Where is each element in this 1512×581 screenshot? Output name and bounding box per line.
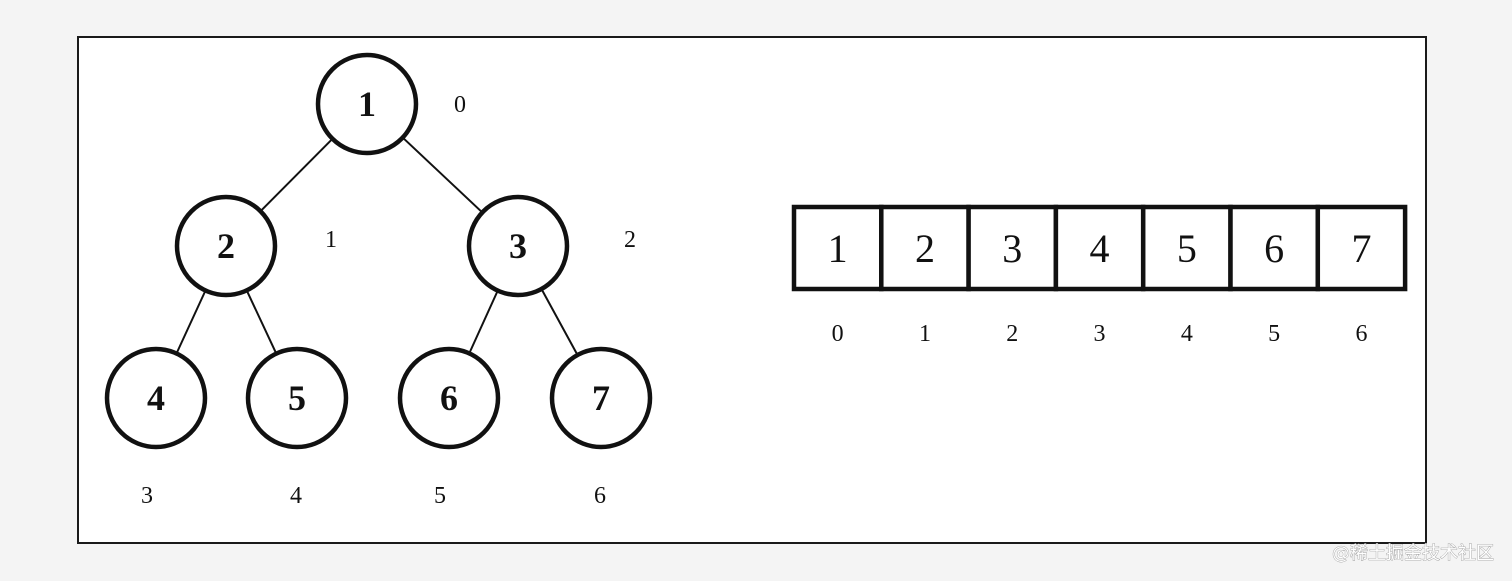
tree-edges <box>175 136 579 356</box>
node-index-label: 3 <box>141 483 153 509</box>
array-index-label: 3 <box>1094 321 1106 347</box>
array-index-label: 4 <box>1181 321 1193 347</box>
array-cell: 6 <box>1228 204 1321 292</box>
node-value: 6 <box>440 378 458 418</box>
node-value: 1 <box>358 84 376 124</box>
node-circle <box>466 194 570 298</box>
node-circle <box>315 52 419 156</box>
watermark: @稀土掘金技术社区 <box>1332 543 1494 564</box>
tree-nodes: 1 2 3 4 5 6 7 <box>104 52 653 450</box>
node-value: 5 <box>288 378 306 418</box>
node-circle <box>549 346 653 450</box>
array-cell: 7 <box>1315 204 1408 292</box>
tree-node: 6 <box>397 346 501 450</box>
node-index-label: 5 <box>434 483 446 509</box>
tree-edge <box>245 289 278 355</box>
tree-edge <box>259 138 334 212</box>
tree-edge <box>540 288 579 356</box>
array-index-label: 5 <box>1268 321 1280 347</box>
tree-edge <box>175 290 207 354</box>
array-index-label: 6 <box>1355 321 1367 347</box>
array-cell: 5 <box>1140 204 1233 292</box>
node-index-label: 6 <box>594 483 606 509</box>
tree-edge <box>468 290 499 354</box>
node-value: 2 <box>217 226 235 266</box>
node-value: 7 <box>592 378 610 418</box>
node-index-label: 4 <box>290 483 302 509</box>
array-cell-value: 3 <box>1002 226 1022 271</box>
array-cell: 4 <box>1053 204 1146 292</box>
array-cell-value: 7 <box>1351 226 1371 271</box>
node-circle <box>104 346 208 450</box>
tree-node: 2 <box>174 194 278 298</box>
node-circle <box>245 346 349 450</box>
array-cell-value: 1 <box>828 226 848 271</box>
node-value: 4 <box>147 378 165 418</box>
array-cell-box <box>1053 204 1146 292</box>
node-index-label: 1 <box>325 227 337 253</box>
array-cell-value: 6 <box>1264 226 1284 271</box>
node-value: 3 <box>509 226 527 266</box>
tree-edge <box>402 136 483 214</box>
tree-node: 3 <box>466 194 570 298</box>
node-index-label: 2 <box>624 227 636 253</box>
array-cell: 3 <box>966 204 1059 292</box>
array-cell-value: 4 <box>1090 226 1110 271</box>
array-cell: 2 <box>879 204 971 292</box>
tree-node: 7 <box>549 346 653 450</box>
tree-index-labels: 0 1 2 3 4 5 6 <box>141 92 636 509</box>
array-cell-value: 5 <box>1177 226 1197 271</box>
array-representation: 1 2 3 4 5 6 7 0 1 2 3 4 5 6 <box>791 204 1408 347</box>
tree-node: 5 <box>245 346 349 450</box>
array-index-label: 2 <box>1006 321 1018 347</box>
array-cell: 1 <box>791 204 884 292</box>
node-circle <box>397 346 501 450</box>
array-cell-value: 2 <box>915 226 935 271</box>
tree-node: 4 <box>104 346 208 450</box>
array-cell-box <box>1315 204 1408 292</box>
array-index-label: 1 <box>919 321 931 347</box>
tree-node: 1 <box>315 52 419 156</box>
node-circle <box>174 194 278 298</box>
node-index-label: 0 <box>454 92 466 118</box>
array-index-label: 0 <box>832 321 844 347</box>
